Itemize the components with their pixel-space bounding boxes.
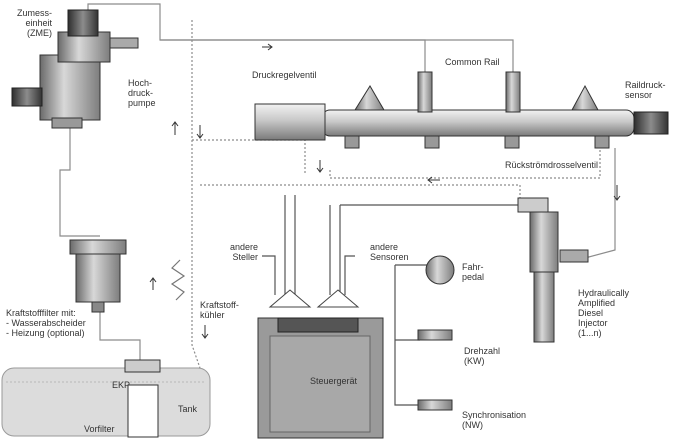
label-kraftstoffkuehler: Kraftstoff- kühler: [200, 300, 239, 320]
label-fahrpedal: Fahr- pedal: [462, 262, 485, 282]
injector: [517, 197, 589, 343]
label-hochdruckpumpe: Hoch- druck- pumpe: [128, 78, 156, 108]
label-druckregelventil: Druckregelventil: [252, 70, 317, 80]
label-andere-sensoren: andere Sensoren: [370, 242, 409, 262]
label-injector: Hydraulically Amplified Diesel Injector …: [578, 288, 630, 338]
label-andere-steller: andere Steller: [229, 242, 258, 262]
label-drehzahl: Drehzahl (KW): [464, 346, 501, 366]
ecu-input-arrows: [268, 289, 360, 308]
label-steuergeraet: Steuergerät: [310, 376, 358, 386]
label-zumesseinheit: Zumess- einheit (ZME): [16, 8, 52, 38]
label-ekp: EKP: [112, 380, 131, 390]
label-common-rail: Common Rail: [445, 57, 500, 67]
label-tank: Tank: [178, 404, 198, 414]
label-vorfilter: Vorfilter: [84, 424, 115, 434]
sensors: [417, 255, 455, 411]
ecu-steuergeraet: [257, 317, 384, 439]
label-rueckstromdrosselventil: Rückströmdrosselventil: [505, 160, 599, 170]
electric-fuel-pump: [124, 359, 161, 438]
high-pressure-pump: [11, 9, 139, 129]
label-kraftstofffilter: Kraftstofffilter mit: - Wasserabscheider…: [6, 308, 86, 338]
common-rail: [254, 71, 669, 149]
label-synchronisation: Synchronisation (NW): [462, 410, 527, 430]
flow-arrows: [149, 43, 621, 339]
fuel-lines: [59, 3, 616, 406]
fuel-filter: [69, 239, 127, 313]
label-raildrucksensor: Raildruck- sensor: [625, 80, 666, 100]
